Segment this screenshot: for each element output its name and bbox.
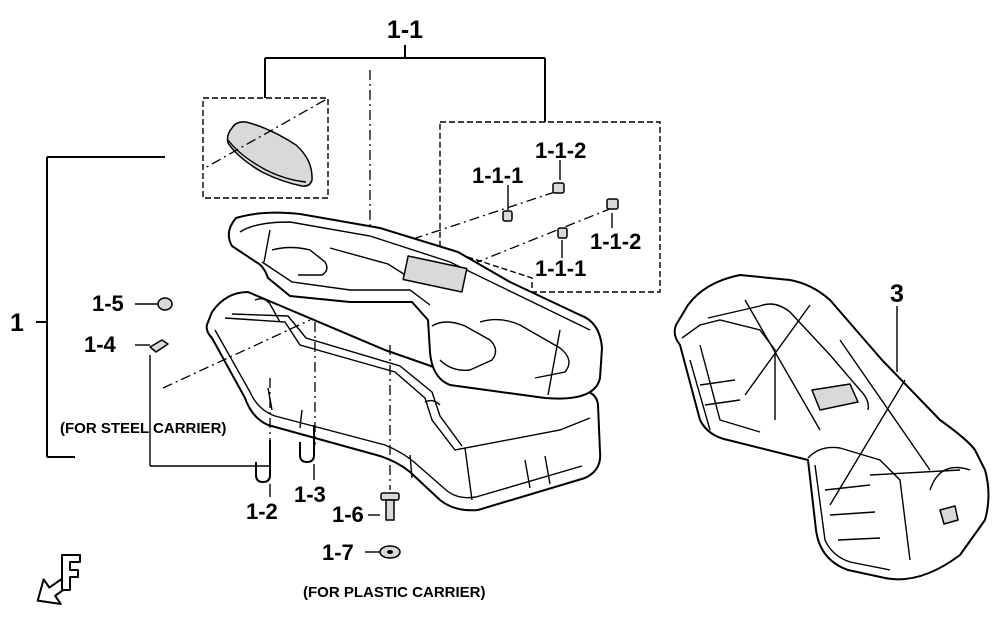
bracket-1-1 bbox=[264, 45, 546, 122]
nut-icon bbox=[502, 210, 513, 222]
label-1-2: 1-2 bbox=[246, 499, 278, 524]
label-1-1-2-a: 1-1-2 bbox=[535, 138, 586, 163]
clip-1-4 bbox=[149, 339, 169, 353]
bolt-icon bbox=[552, 182, 565, 194]
bracket-1 bbox=[36, 156, 165, 458]
label-1-1-1-b: 1-1-1 bbox=[535, 256, 586, 281]
carrier-lid bbox=[227, 211, 603, 400]
nut-1-5 bbox=[157, 297, 173, 311]
bag-part-3 bbox=[673, 274, 990, 581]
note-steel-carrier: (FOR STEEL CARRIER) bbox=[60, 420, 226, 437]
hook-1-3 bbox=[299, 425, 315, 464]
screw-1-6 bbox=[380, 492, 400, 521]
label-1-6: 1-6 bbox=[332, 502, 364, 527]
label-1-1-2-b: 1-1-2 bbox=[590, 229, 641, 254]
label-1-4: 1-4 bbox=[84, 332, 117, 357]
label-1: 1 bbox=[10, 309, 24, 337]
nut-icon bbox=[557, 227, 568, 239]
hook-1-2 bbox=[255, 440, 271, 484]
label-1-3: 1-3 bbox=[294, 482, 326, 507]
front-arrow-icon bbox=[36, 554, 81, 605]
label-1-5: 1-5 bbox=[92, 291, 124, 316]
label-1-1: 1-1 bbox=[387, 16, 423, 44]
pad-detail-box bbox=[202, 97, 329, 199]
washer-1-7 bbox=[379, 545, 401, 559]
label-1-1-1-a: 1-1-1 bbox=[472, 163, 523, 188]
bolt-icon bbox=[606, 198, 619, 210]
note-plastic-carrier: (FOR PLASTIC CARRIER) bbox=[303, 584, 486, 601]
label-3: 3 bbox=[890, 280, 904, 308]
label-1-7: 1-7 bbox=[322, 540, 354, 565]
